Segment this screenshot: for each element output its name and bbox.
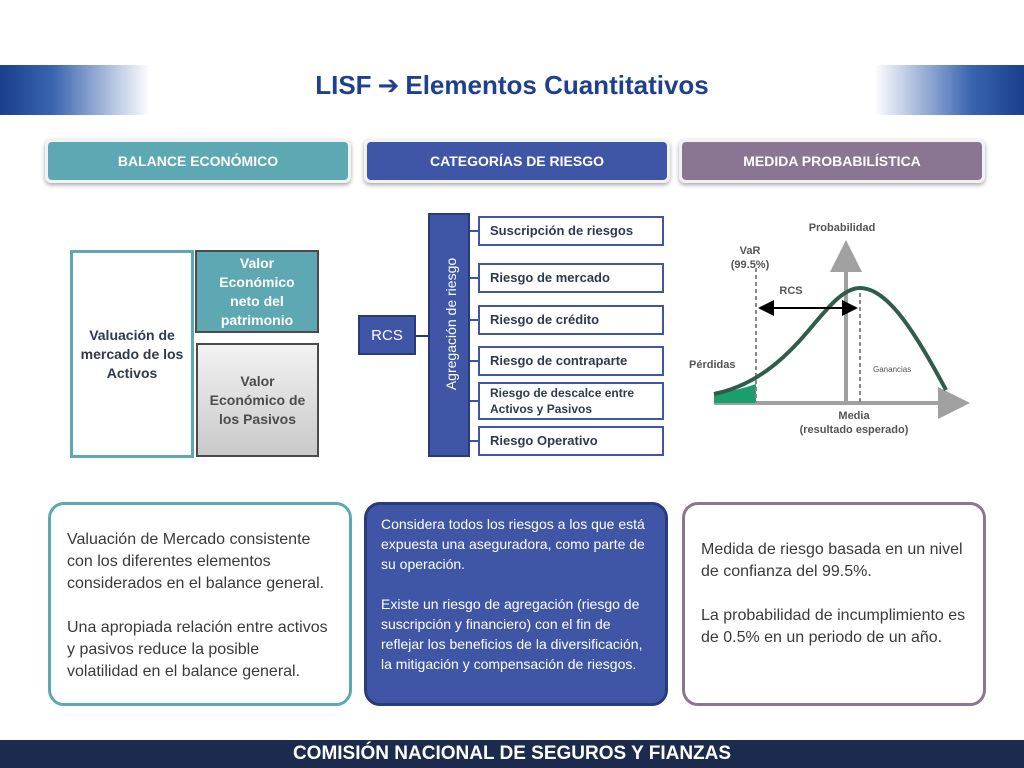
risk-item-suscripcion: Suscripción de riesgos	[478, 216, 664, 246]
arrow-right-icon: ➔	[377, 70, 400, 100]
risk-connector	[470, 360, 478, 362]
desc-medida-p2: La probabilidad de incumplimiento es de …	[701, 607, 966, 646]
rcs-connector	[416, 335, 428, 337]
header-medida: MEDIDA PROBABILÍSTICA	[679, 139, 985, 183]
risk-item-mercado: Riesgo de mercado	[478, 263, 664, 293]
desc-balance: Valuación de Mercado consistente con los…	[48, 502, 352, 706]
loss-tail-area	[714, 384, 756, 403]
gains-label: Ganancias	[873, 365, 911, 374]
desc-riesgo: Considera todos los riesgos a los que es…	[364, 502, 668, 706]
patrimonio-box: Valor Económico neto del patrimonio	[195, 250, 319, 333]
mean-label: Media	[838, 410, 870, 422]
title-band-left	[0, 65, 150, 115]
title-band-right	[874, 65, 1024, 115]
rcs-chart-label: RCS	[779, 285, 802, 297]
var-pct-label: (99.5%)	[731, 259, 770, 271]
losses-label: Pérdidas	[689, 359, 735, 371]
desc-medida: Medida de riesgo basada en un nivel de c…	[682, 502, 986, 706]
header-balance-label: BALANCE ECONÓMICO	[48, 142, 348, 180]
distribution-curve	[713, 285, 948, 396]
header-balance: BALANCE ECONÓMICO	[45, 139, 351, 183]
page-title: LISF➔Elementos Cuantitativos	[0, 70, 1024, 101]
pasivos-box: Valor Económico de los Pasivos	[196, 343, 319, 457]
desc-riesgo-p2: Existe un riesgo de agregación (riesgo d…	[381, 596, 643, 672]
risk-connector	[470, 319, 478, 321]
rcs-box: RCS	[358, 315, 416, 355]
title-subject: Elementos Cuantitativos	[405, 70, 709, 100]
risk-item-operativo: Riesgo Operativo	[478, 426, 664, 456]
y-axis-label: Probabilidad	[809, 222, 876, 234]
mean-sub-label: (resultado esperado)	[800, 424, 909, 436]
risk-connector	[470, 400, 478, 402]
risk-connector	[470, 440, 478, 442]
risk-item-contraparte: Riesgo de contraparte	[478, 346, 664, 376]
risk-connector	[470, 230, 478, 232]
title-lisf: LISF	[315, 70, 372, 100]
desc-balance-p2: Una apropiada relación entre activos y p…	[67, 619, 328, 680]
footer-banner: COMISIÓN NACIONAL DE SEGUROS Y FIANZAS	[0, 740, 1024, 768]
desc-medida-p1: Medida de riesgo basada en un nivel de c…	[701, 541, 963, 580]
header-medida-label: MEDIDA PROBABILÍSTICA	[682, 142, 982, 180]
risk-item-descalce: Riesgo de descalce entre Activos y Pasiv…	[478, 382, 664, 420]
aggregation-bar: Agregación de riesgo	[428, 213, 470, 457]
aggregation-label: Agregación de riesgo	[443, 257, 459, 391]
risk-item-credito: Riesgo de crédito	[478, 305, 664, 335]
header-riesgo-label: CATEGORÍAS DE RIESGO	[367, 142, 667, 180]
var-label: VaR	[740, 245, 761, 257]
activos-box: Valuación de mercado de los Activos	[70, 250, 194, 458]
desc-balance-p1: Valuación de Mercado consistente con los…	[67, 531, 325, 592]
risk-connector	[470, 277, 478, 279]
probability-distribution-chart: Probabilidad VaR (99.5%) RCS Pérdidas Ga…	[689, 222, 970, 436]
header-riesgo: CATEGORÍAS DE RIESGO	[364, 139, 670, 183]
desc-riesgo-p1: Considera todos los riesgos a los que es…	[381, 516, 645, 572]
